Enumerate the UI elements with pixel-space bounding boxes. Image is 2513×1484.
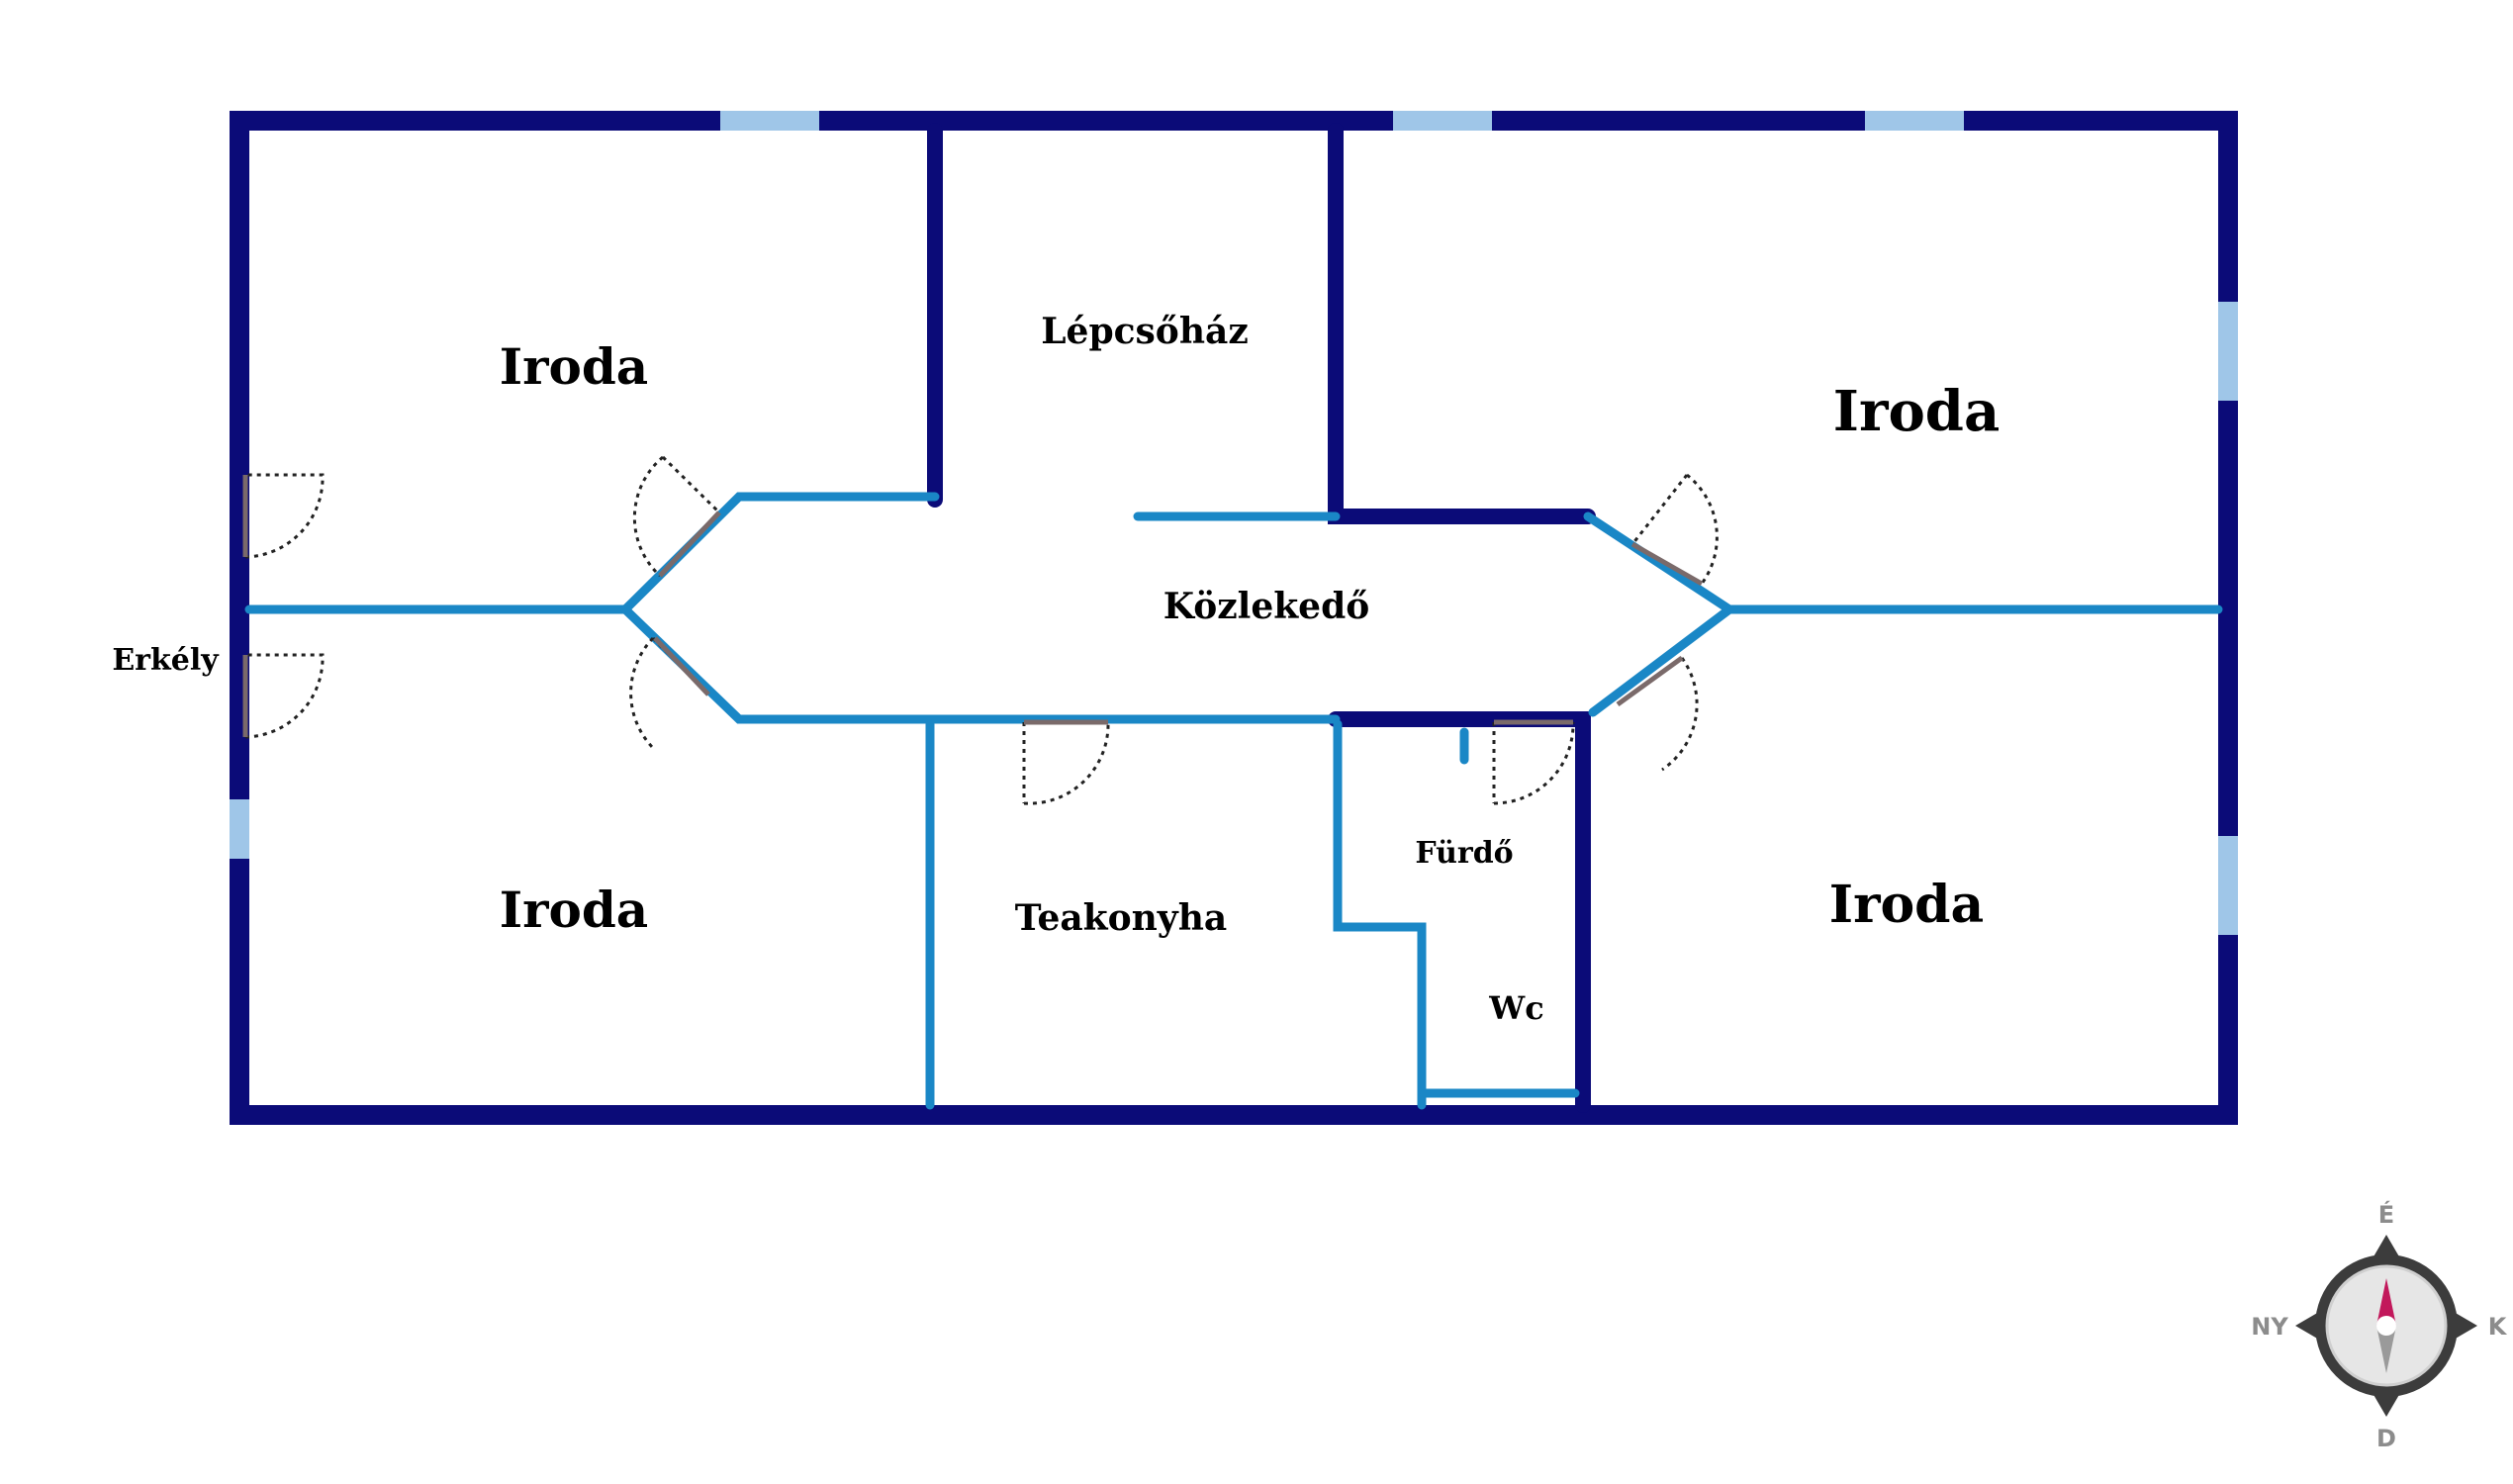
bathroom-left-wall — [1333, 719, 1427, 1110]
window-left-1 — [230, 799, 249, 859]
office-bl-door-leaf — [653, 636, 710, 696]
outer-wall-frame — [230, 111, 2238, 1125]
window-top-2 — [1393, 111, 1492, 131]
compass-icon: É D K NY — [2251, 1200, 2507, 1452]
stairwell-right-wall — [1328, 123, 1596, 524]
compass-pointer-west — [2295, 1312, 2319, 1340]
compass-label-west: NY — [2251, 1313, 2288, 1341]
windows — [230, 111, 2238, 935]
room-label-office-bottom-left: Iroda — [500, 881, 648, 939]
balcony-door-2-arc — [244, 653, 325, 739]
office-br-door-leaf — [1616, 655, 1684, 707]
room-label-office-top-left: Iroda — [500, 337, 648, 396]
compass-pointer-south — [2373, 1393, 2400, 1417]
office-tr-door-arc — [1630, 473, 1719, 585]
office-tr-door-leaf — [1630, 541, 1704, 587]
office-tl-door-arc — [632, 455, 721, 578]
room-label-office-top-right: Iroda — [1833, 379, 2001, 444]
bathroom-top-wall — [1328, 711, 1591, 1113]
office-tl-door-leaf — [658, 510, 721, 578]
kitchen-door-arc — [1022, 721, 1110, 805]
room-label-balcony: Erkély — [112, 643, 220, 678]
compass-pointer-east — [2454, 1312, 2477, 1340]
compass-pointer-north — [2373, 1235, 2400, 1258]
room-label-stairwell: Lépcsőház — [1041, 311, 1249, 352]
corridor-right-lower — [1588, 604, 1734, 717]
compass-needle-south — [2376, 1326, 2396, 1373]
window-top-1 — [720, 111, 819, 131]
bathroom-door-arc — [1492, 721, 1575, 805]
corridor-right-upper — [1583, 511, 1734, 614]
window-right-2 — [2218, 836, 2238, 935]
window-right-1 — [2218, 302, 2238, 401]
compass-label-north: É — [2378, 1200, 2394, 1229]
room-label-office-bottom-right: Iroda — [1829, 875, 1984, 935]
corridor-left-upper — [620, 492, 940, 614]
room-label-kitchenette: Teakonyha — [1015, 897, 1227, 939]
compass-needle-north — [2376, 1278, 2396, 1326]
room-label-toilet: Wc — [1488, 989, 1543, 1027]
window-top-3 — [1865, 111, 1964, 131]
compass-label-east: K — [2488, 1313, 2508, 1341]
outer-walls — [230, 111, 2238, 1125]
compass-hub — [2376, 1316, 2396, 1336]
compass-label-south: D — [2376, 1425, 2396, 1452]
balcony-door-1-arc — [244, 473, 325, 559]
room-label-corridor: Közlekedő — [1163, 586, 1370, 627]
room-labels: Iroda Lépcsőház Iroda Közlekedő Erkély I… — [112, 311, 2000, 1027]
room-label-bathroom: Fürdő — [1415, 836, 1513, 871]
door-leaves — [242, 475, 1704, 737]
